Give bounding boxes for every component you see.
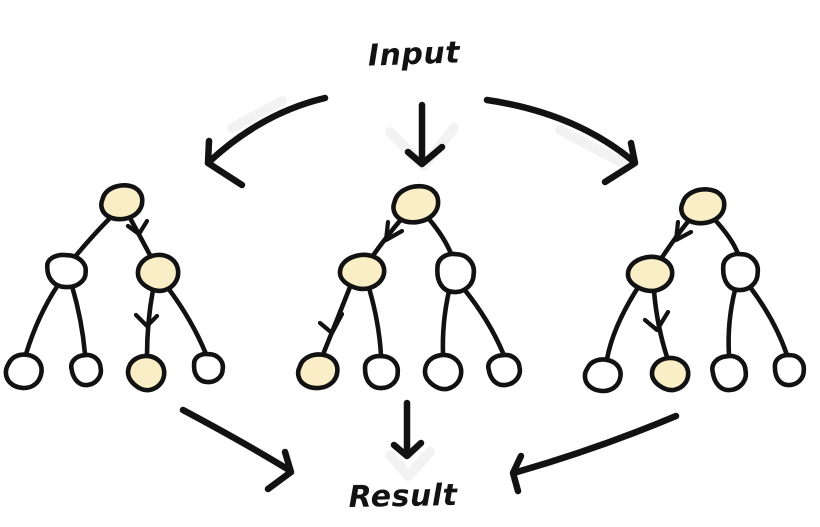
ghost-stroke — [227, 96, 287, 133]
arrow-shaft — [513, 412, 680, 476]
tree-2-leaf-2-node — [363, 355, 399, 390]
arrowhead-icon — [404, 143, 446, 168]
ghost-stroke — [385, 447, 435, 481]
arrow-tree-3-to-result — [509, 412, 680, 495]
input-fanout-arrows — [204, 94, 639, 189]
tree-1-edge-right-leaf-4 — [165, 285, 209, 357]
arrowhead-icon — [509, 452, 525, 495]
ink-layer — [5, 94, 805, 495]
tree-3-leaf-1-node — [584, 358, 622, 392]
tree-2-path-arrowhead-icon — [317, 311, 345, 336]
arrow-input-to-tree-2 — [404, 101, 446, 168]
arrow-shaft — [179, 406, 293, 474]
arrowhead-icon — [204, 137, 246, 189]
tree-3-path-arrowhead-icon — [673, 219, 694, 243]
tree-2-leaf-3-node — [425, 355, 461, 389]
tree-2-edge-right-leaf-3 — [440, 288, 452, 357]
tree-1-edge-root-left — [71, 213, 115, 261]
arrowhead-icon — [264, 448, 295, 493]
tree-2-edge-right-leaf-4 — [461, 286, 506, 356]
tree-2-path-arrowhead-icon — [383, 219, 405, 243]
tree-3-edge-root-right — [713, 218, 741, 257]
tree-1-edge-left-leaf-1 — [23, 282, 61, 357]
arrowhead-icon — [601, 139, 639, 186]
tree-2-leaf-1-node — [297, 353, 339, 389]
tree-1-leaf-1-node — [5, 353, 43, 389]
tree-3-leaf-3-node — [712, 355, 747, 391]
result-label: Result — [348, 478, 459, 515]
arrowhead-icon — [390, 439, 425, 460]
tree-3-right-child-node — [721, 252, 760, 291]
tree-1-leaf-2-node — [70, 354, 102, 386]
ghost-strokes — [227, 96, 633, 481]
tree-1-edge-root-right — [127, 215, 154, 260]
tree-1-path-arrowhead-icon — [125, 218, 150, 237]
result-fanin-arrows — [179, 399, 680, 495]
input-label: Input — [367, 35, 462, 73]
tree-2-right-child-node — [434, 252, 476, 295]
tree-3-edge-right-leaf-4 — [747, 284, 790, 358]
tree-2 — [297, 183, 521, 390]
tree-1-leaf-3-node — [127, 355, 165, 391]
tree-3-edge-left-leaf-1 — [604, 286, 640, 362]
arrow-input-to-tree-3 — [483, 96, 639, 186]
arrow-input-to-tree-1 — [204, 94, 329, 189]
tree-3 — [584, 187, 805, 392]
tree-1-leaf-4-node — [192, 352, 225, 384]
arrow-tree-1-to-result — [179, 406, 295, 493]
tree-1 — [5, 183, 225, 391]
tree-3-edge-right-leaf-3 — [726, 287, 738, 359]
tree-3-leaf-4-node — [773, 354, 805, 386]
tree-3-leaf-2-node — [652, 358, 688, 390]
tree-3-left-child-node — [627, 255, 674, 293]
arrow-shaft — [483, 96, 637, 165]
arrow-shaft — [206, 94, 329, 165]
arrow-tree-2-to-result — [390, 399, 425, 460]
tree-2-edge-left-leaf-2 — [366, 285, 384, 358]
tree-3-path-arrowhead-icon — [642, 309, 671, 333]
tree-1-left-child-node — [45, 253, 87, 289]
ghost-stroke — [555, 125, 633, 171]
tree-1-edge-left-leaf-2 — [69, 283, 88, 357]
tree-2-leaf-4-node — [487, 354, 521, 387]
tree-1-path-arrowhead-icon — [133, 312, 160, 329]
